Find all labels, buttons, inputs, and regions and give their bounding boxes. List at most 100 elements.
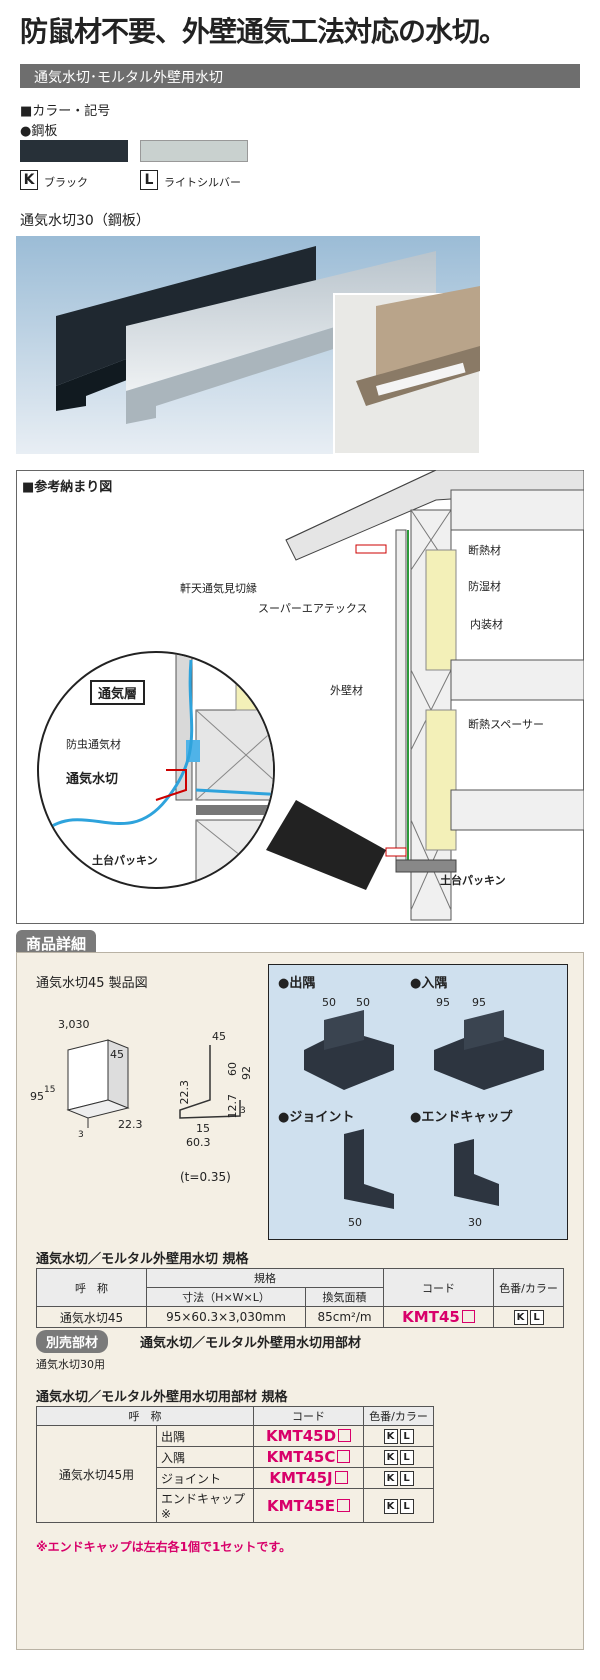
end-cap-note: ※エンドキャップは左右各1個で1セットです。 [36,1540,292,1554]
code-l: L [140,170,158,190]
isometric-drawing [28,1020,168,1150]
spec1-h-code: コード [383,1268,494,1307]
spec2-h-name: 呼 称 [36,1406,254,1426]
spec1-cell-code: KMT45 [402,1308,460,1326]
label-insect-vent: 防虫通気材 [66,738,121,751]
dim-3: 3 [78,1130,84,1140]
color-code-box [337,1450,351,1463]
spec1-h-vent: 換気面積 [305,1287,384,1307]
dim-15: 15 [44,1085,56,1095]
diagram-heading: ■参考納まり図 [22,480,113,495]
section-diagram [16,469,585,924]
label-insulation: 断熱材 [468,544,501,557]
material-label: ●鋼板 [20,124,58,139]
page-title: 防鼠材不要、外壁通気工法対応の水切。 [20,15,507,48]
dim-b60: 60.3 [186,1136,211,1149]
spec1-cell-vent: 85cm²/m [305,1306,384,1328]
label-eaves: 軒天通気見切縁 [180,582,257,595]
spec2-code-2: KMT45J [269,1469,333,1487]
swatch-light-silver [140,140,248,162]
label-moisture: 防湿材 [468,580,501,593]
photo-caption: 通気水切30（鋼板） [20,213,150,229]
color-code-box [334,1471,348,1484]
spec2-k: K [383,1498,398,1514]
thickness-note: (t=0.35) [180,1170,231,1184]
dim-b3: 3 [240,1106,246,1116]
joint-pieces [284,1124,564,1214]
dim-b15: 15 [196,1122,210,1135]
spec1-h-spec: 規格 [146,1268,384,1288]
spec2-l: L [399,1498,414,1514]
spec2-l: L [399,1429,414,1444]
spec2-code-3: KMT45E [267,1496,335,1515]
section-drawing [170,1040,260,1140]
spec1-l: L [529,1310,544,1325]
swatch-l-name: ライトシルバー [164,176,241,189]
label-interior: 内装材 [470,618,503,631]
part-end-d1: 30 [468,1216,482,1229]
part-inner-corner: ●入隅 [410,976,448,991]
dim-top45: 45 [212,1030,226,1043]
spec2-h-color: 色番/カラー [363,1406,434,1426]
spec1-table: 呼 称 規格 コード 色番/カラー 寸法（H×W×L） 換気面積 通気水切45 … [36,1268,564,1328]
spec2-h-code: コード [253,1406,364,1426]
dim-95: 95 [30,1090,44,1103]
label-spacer: 断熱スペーサー [468,718,545,731]
spec2-title: 通気水切／モルタル外壁用水切用部材 規格 [36,1390,288,1405]
part-outer-d1: 50 [322,996,336,1009]
dim-length: 3,030 [58,1018,90,1031]
product-drawing-title: 通気水切45 製品図 [36,976,148,991]
spec2-l: L [399,1471,414,1486]
label-super-airtex: スーパーエアテックス [258,602,368,615]
label-packing-right: 土台パッキン [440,874,506,887]
dim-v60: 60 [226,1062,239,1076]
swatch-black [20,140,128,162]
label-drip: 通気水切 [66,772,119,787]
spec2-name-0: 出隅 [156,1425,254,1447]
dim-v12: 12.7 [226,1094,239,1119]
spec1-title: 通気水切／モルタル外壁用水切 規格 [36,1252,249,1267]
spec1-h-name: 呼 称 [36,1268,147,1307]
sold-separately-text: 通気水切／モルタル外壁用水切用部材 [140,1336,362,1351]
swatch-k-name: ブラック [44,176,88,189]
part-inner-d2: 95 [472,996,486,1009]
spec1-cell-name: 通気水切45 [36,1306,147,1328]
color-heading: ■カラー・記号 [20,104,111,119]
spec1-h-color: 色番/カラー [493,1268,564,1307]
part-inner-d1: 95 [436,996,450,1009]
label-outer-wall: 外壁材 [330,684,363,697]
spec2-code-1: KMT45C [266,1448,336,1466]
dim-v22: 22.3 [178,1080,191,1105]
part-outer-d2: 50 [356,996,370,1009]
spec2-name-3: エンドキャップ※ [156,1488,254,1523]
color-code-box [336,1498,350,1512]
spec2-name-2: ジョイント [156,1467,254,1489]
spec1-cell-size: 95×60.3×3,030mm [145,1306,307,1328]
parts-panel [268,964,568,1240]
part-end-cap: ●エンドキャップ [410,1110,513,1125]
color-code-box [338,1429,352,1442]
spec2-k: K [383,1450,398,1465]
spec2-k: K [383,1429,398,1444]
code-k: K [20,170,38,190]
product-photo [16,236,480,454]
spec2-l: L [399,1450,414,1465]
spec1-h-size: 寸法（H×W×L） [145,1287,307,1307]
part-outer-corner: ●出隅 [278,976,316,991]
label-packing-left: 土台パッキン [92,854,158,867]
dim-22: 22.3 [118,1118,143,1131]
spec2-name-1: 入隅 [156,1446,254,1468]
sold-separately-sub: 通気水切30用 [36,1358,105,1371]
label-vent-layer: 通気層 [90,680,146,705]
dim-45: 45 [110,1048,124,1061]
spec2-code-0: KMT45D [265,1427,337,1445]
dim-v92: 92 [240,1066,253,1080]
part-joint-d1: 50 [348,1216,362,1229]
part-joint: ●ジョイント [278,1110,355,1125]
